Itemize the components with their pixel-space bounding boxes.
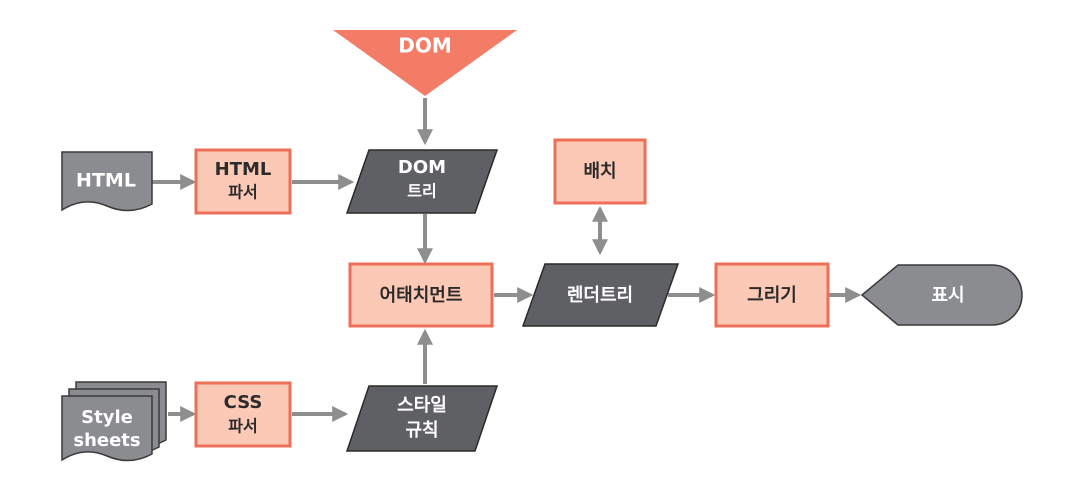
css-parser-label-line2: 파서 [228, 417, 257, 436]
css-parser-box [194, 381, 292, 448]
render-tree-parallelogram [521, 263, 680, 327]
html-parser-label-line2: 파서 [228, 183, 257, 202]
dom-source-node: DOM [333, 30, 517, 96]
style-rules-node: 스타일 규칙 [345, 385, 499, 452]
display-label: 표시 [931, 285, 964, 306]
painting-label: 그리기 [747, 285, 797, 306]
dom-source-triangle [333, 30, 517, 96]
render-tree-node: 렌더트리 [521, 263, 680, 327]
layout-box [553, 138, 647, 205]
attachment-label: 어태치먼트 [380, 285, 463, 306]
stylesheets-front-page [61, 395, 153, 462]
attachment-box [348, 262, 494, 328]
render-tree-label: 렌더트리 [567, 285, 633, 306]
html-document-node: HTML [61, 151, 153, 212]
css-parser-label-line1: CSS [224, 392, 263, 413]
css-parser-node: CSS 파서 [194, 381, 292, 448]
dom-tree-label-line2: 트리 [407, 182, 436, 201]
layout-label: 배치 [583, 161, 616, 182]
style-rules-parallelogram [345, 385, 499, 452]
painting-box [714, 262, 830, 328]
stylesheets-node: Style sheets [61, 381, 167, 462]
html-parser-label-line1: HTML [215, 159, 272, 180]
dom-tree-label-line1: DOM [398, 157, 446, 178]
stylesheets-label-line2: sheets [73, 430, 140, 451]
html-document-label: HTML [76, 170, 136, 192]
connectors [152, 98, 862, 422]
dom-tree-parallelogram [345, 149, 499, 214]
layout-node: 배치 [553, 138, 647, 205]
style-rules-label-line1: 스타일 [397, 395, 447, 416]
html-parser-box [194, 148, 292, 215]
dom-source-label: DOM [398, 34, 452, 58]
stylesheets-label-line1: Style [81, 407, 133, 428]
html-document-shape [61, 151, 153, 212]
painting-node: 그리기 [714, 262, 830, 328]
display-shape [860, 264, 1023, 326]
html-parser-node: HTML 파서 [194, 148, 292, 215]
attachment-node: 어태치먼트 [348, 262, 494, 328]
style-rules-label-line2: 규칙 [405, 420, 438, 441]
dom-tree-node: DOM 트리 [345, 149, 499, 214]
display-node: 표시 [860, 264, 1023, 326]
